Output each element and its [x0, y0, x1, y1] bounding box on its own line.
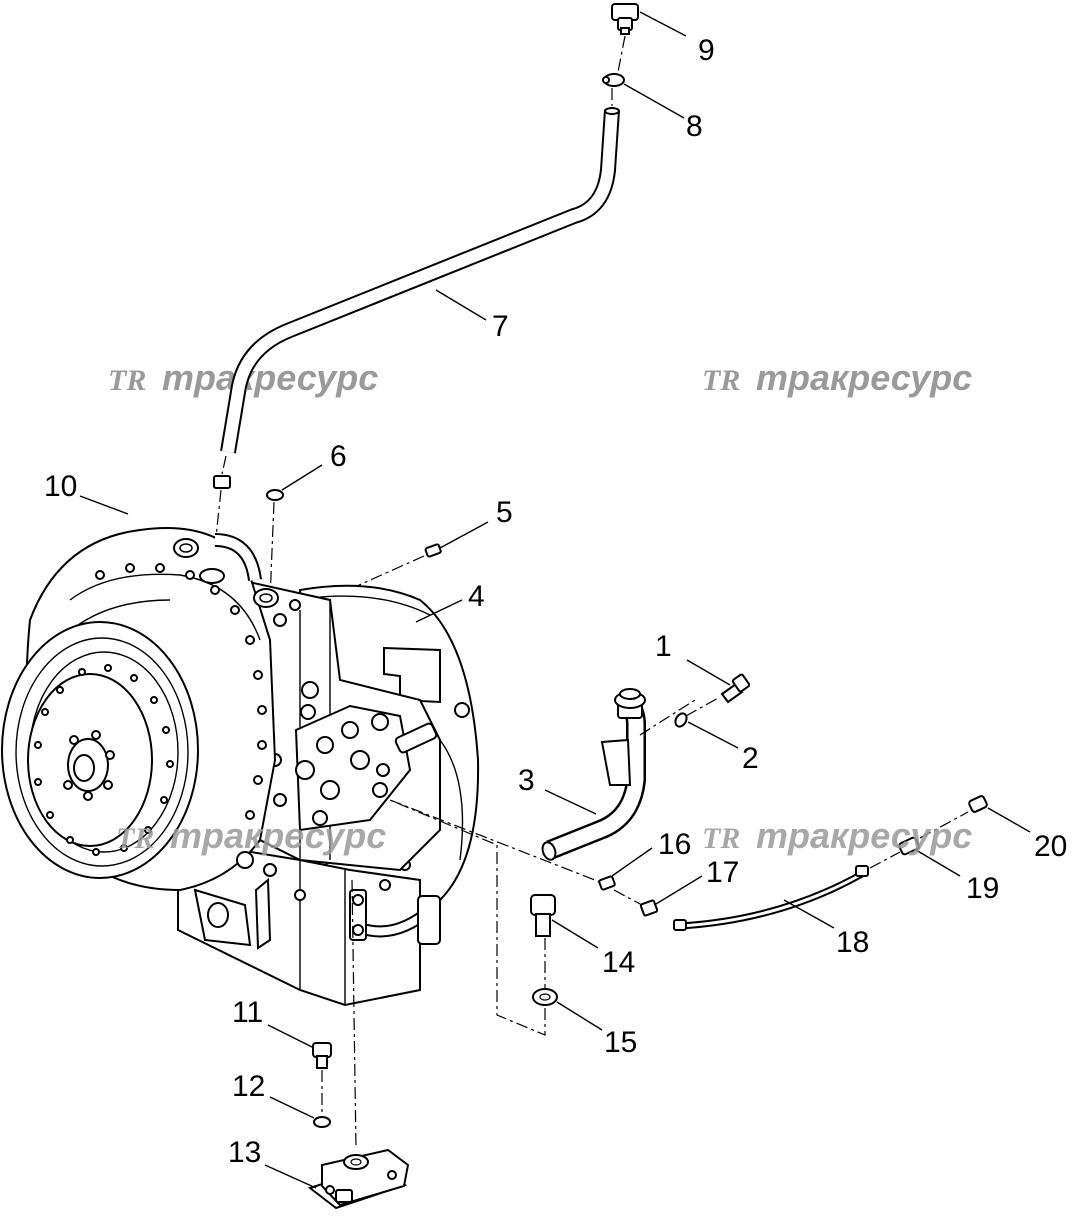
callout-13: 13 [228, 1136, 261, 1169]
part-14-bolt [530, 894, 556, 937]
callout-10: 10 [44, 470, 77, 503]
callout-16: 16 [658, 828, 691, 861]
part-17-fitting [639, 899, 659, 917]
part-1-bolt [720, 673, 751, 704]
watermark-text: тракресурс [756, 815, 972, 856]
callout-5: 5 [496, 496, 513, 529]
watermark-logo: TR [702, 822, 740, 855]
callout-7: 7 [492, 310, 509, 343]
callout-14: 14 [602, 946, 635, 979]
flywheel-bolts [34, 664, 174, 856]
callout-1: 1 [655, 630, 672, 663]
leader-lines [79, 11, 1031, 1189]
watermark-top-right: TR тракресурс [702, 357, 972, 398]
watermark-lower-left: TR тракресурс [116, 815, 386, 856]
watermark-text: тракресурс [170, 815, 386, 856]
lifting-eyes [173, 538, 279, 608]
callout-2: 2 [742, 742, 759, 775]
watermark-top-left: TR тракресурс [108, 357, 378, 398]
part-3-dipstick-tube [541, 688, 646, 861]
part-16-fitting [598, 875, 616, 891]
part-5-plug [424, 543, 442, 558]
callout-6: 6 [330, 440, 347, 473]
part-15-washer [532, 988, 558, 1006]
flange-bolts [95, 563, 267, 820]
transmission-assembly [1, 527, 480, 1007]
callout-17: 17 [706, 856, 739, 889]
callout-3: 3 [518, 764, 535, 797]
part-20-fitting [968, 795, 988, 813]
watermark-logo: TR [108, 364, 146, 397]
part-12-washer [313, 1116, 331, 1128]
callout-12: 12 [232, 1070, 265, 1103]
callout-4: 4 [468, 580, 485, 613]
callout-labels: 1 2 3 4 5 6 7 8 9 10 11 12 13 14 15 16 1… [44, 34, 1067, 1169]
watermark-logo: TR [116, 822, 154, 855]
callout-9: 9 [698, 34, 715, 67]
part-2-washer [674, 712, 688, 728]
part-18-hose [673, 865, 869, 931]
part-11-bolt [312, 1042, 332, 1069]
watermark-text: тракресурс [756, 357, 972, 398]
callout-11: 11 [232, 996, 263, 1029]
watermark-lower-right: TR тракресурс [702, 815, 972, 856]
watermark-logo: TR [702, 364, 740, 397]
part-19-fitting [898, 836, 920, 856]
callout-20: 20 [1034, 830, 1067, 863]
watermark-text: тракресурс [162, 357, 378, 398]
callout-18: 18 [836, 926, 869, 959]
part-6-o-ring [266, 489, 284, 501]
hose-fitting [213, 475, 231, 489]
part-8-clamp [602, 73, 625, 87]
part-13-mount [307, 1148, 410, 1210]
part-9-breather-cap [611, 3, 639, 35]
part-7-breather-hose [220, 107, 620, 454]
callout-8: 8 [686, 110, 703, 143]
callout-19: 19 [966, 872, 999, 905]
callout-15: 15 [604, 1026, 637, 1059]
